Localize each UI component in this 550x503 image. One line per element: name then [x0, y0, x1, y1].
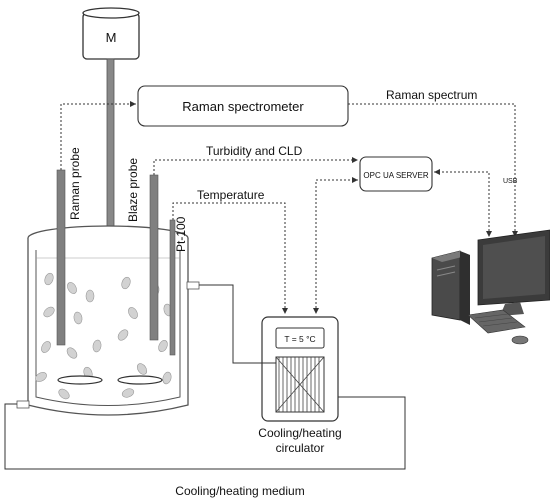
crystals [35, 272, 173, 400]
cooling-heating-circulator: T = 5 °C [261, 316, 339, 422]
blaze-probe [149, 174, 159, 341]
turbidity-label: Turbidity and CLD [206, 144, 303, 158]
turbidity-link [153, 157, 358, 175]
pt100-label: Pt-100 [174, 216, 188, 252]
medium-label: Cooling/heating medium [175, 484, 304, 498]
circulator-label-2: circulator [276, 441, 325, 455]
opc-circulator-link [313, 177, 358, 314]
impeller [57, 375, 163, 385]
setpoint-label: T = 5 °C [284, 334, 315, 344]
motor: M [82, 7, 140, 60]
raman-spectrometer-label: Raman spectrometer [182, 99, 304, 114]
jacket-inlet-loop [4, 396, 406, 470]
usb-label: USB [503, 178, 518, 185]
temperature-link [172, 202, 288, 314]
blaze-probe-label: Blaze probe [126, 158, 140, 222]
usb-link [434, 169, 492, 237]
motor-label: M [106, 30, 117, 45]
setpoint-display [275, 327, 325, 349]
raman-spectrometer-box [137, 85, 349, 127]
raman-spectrum-label: Raman spectrum [386, 88, 477, 102]
opc-ua-server-label: OPC UA SERVER [363, 171, 428, 180]
temperature-label: Temperature [197, 188, 265, 202]
jacket-outlet [186, 281, 276, 364]
raman-probe [56, 169, 66, 346]
raman-probe-link [60, 101, 136, 170]
opc-ua-server-box [359, 156, 433, 192]
raman-probe-label: Raman probe [68, 147, 82, 220]
circulator-label-1: Cooling/heating [258, 426, 341, 440]
reactor-vessel [27, 225, 189, 416]
computer-icon [431, 229, 550, 345]
